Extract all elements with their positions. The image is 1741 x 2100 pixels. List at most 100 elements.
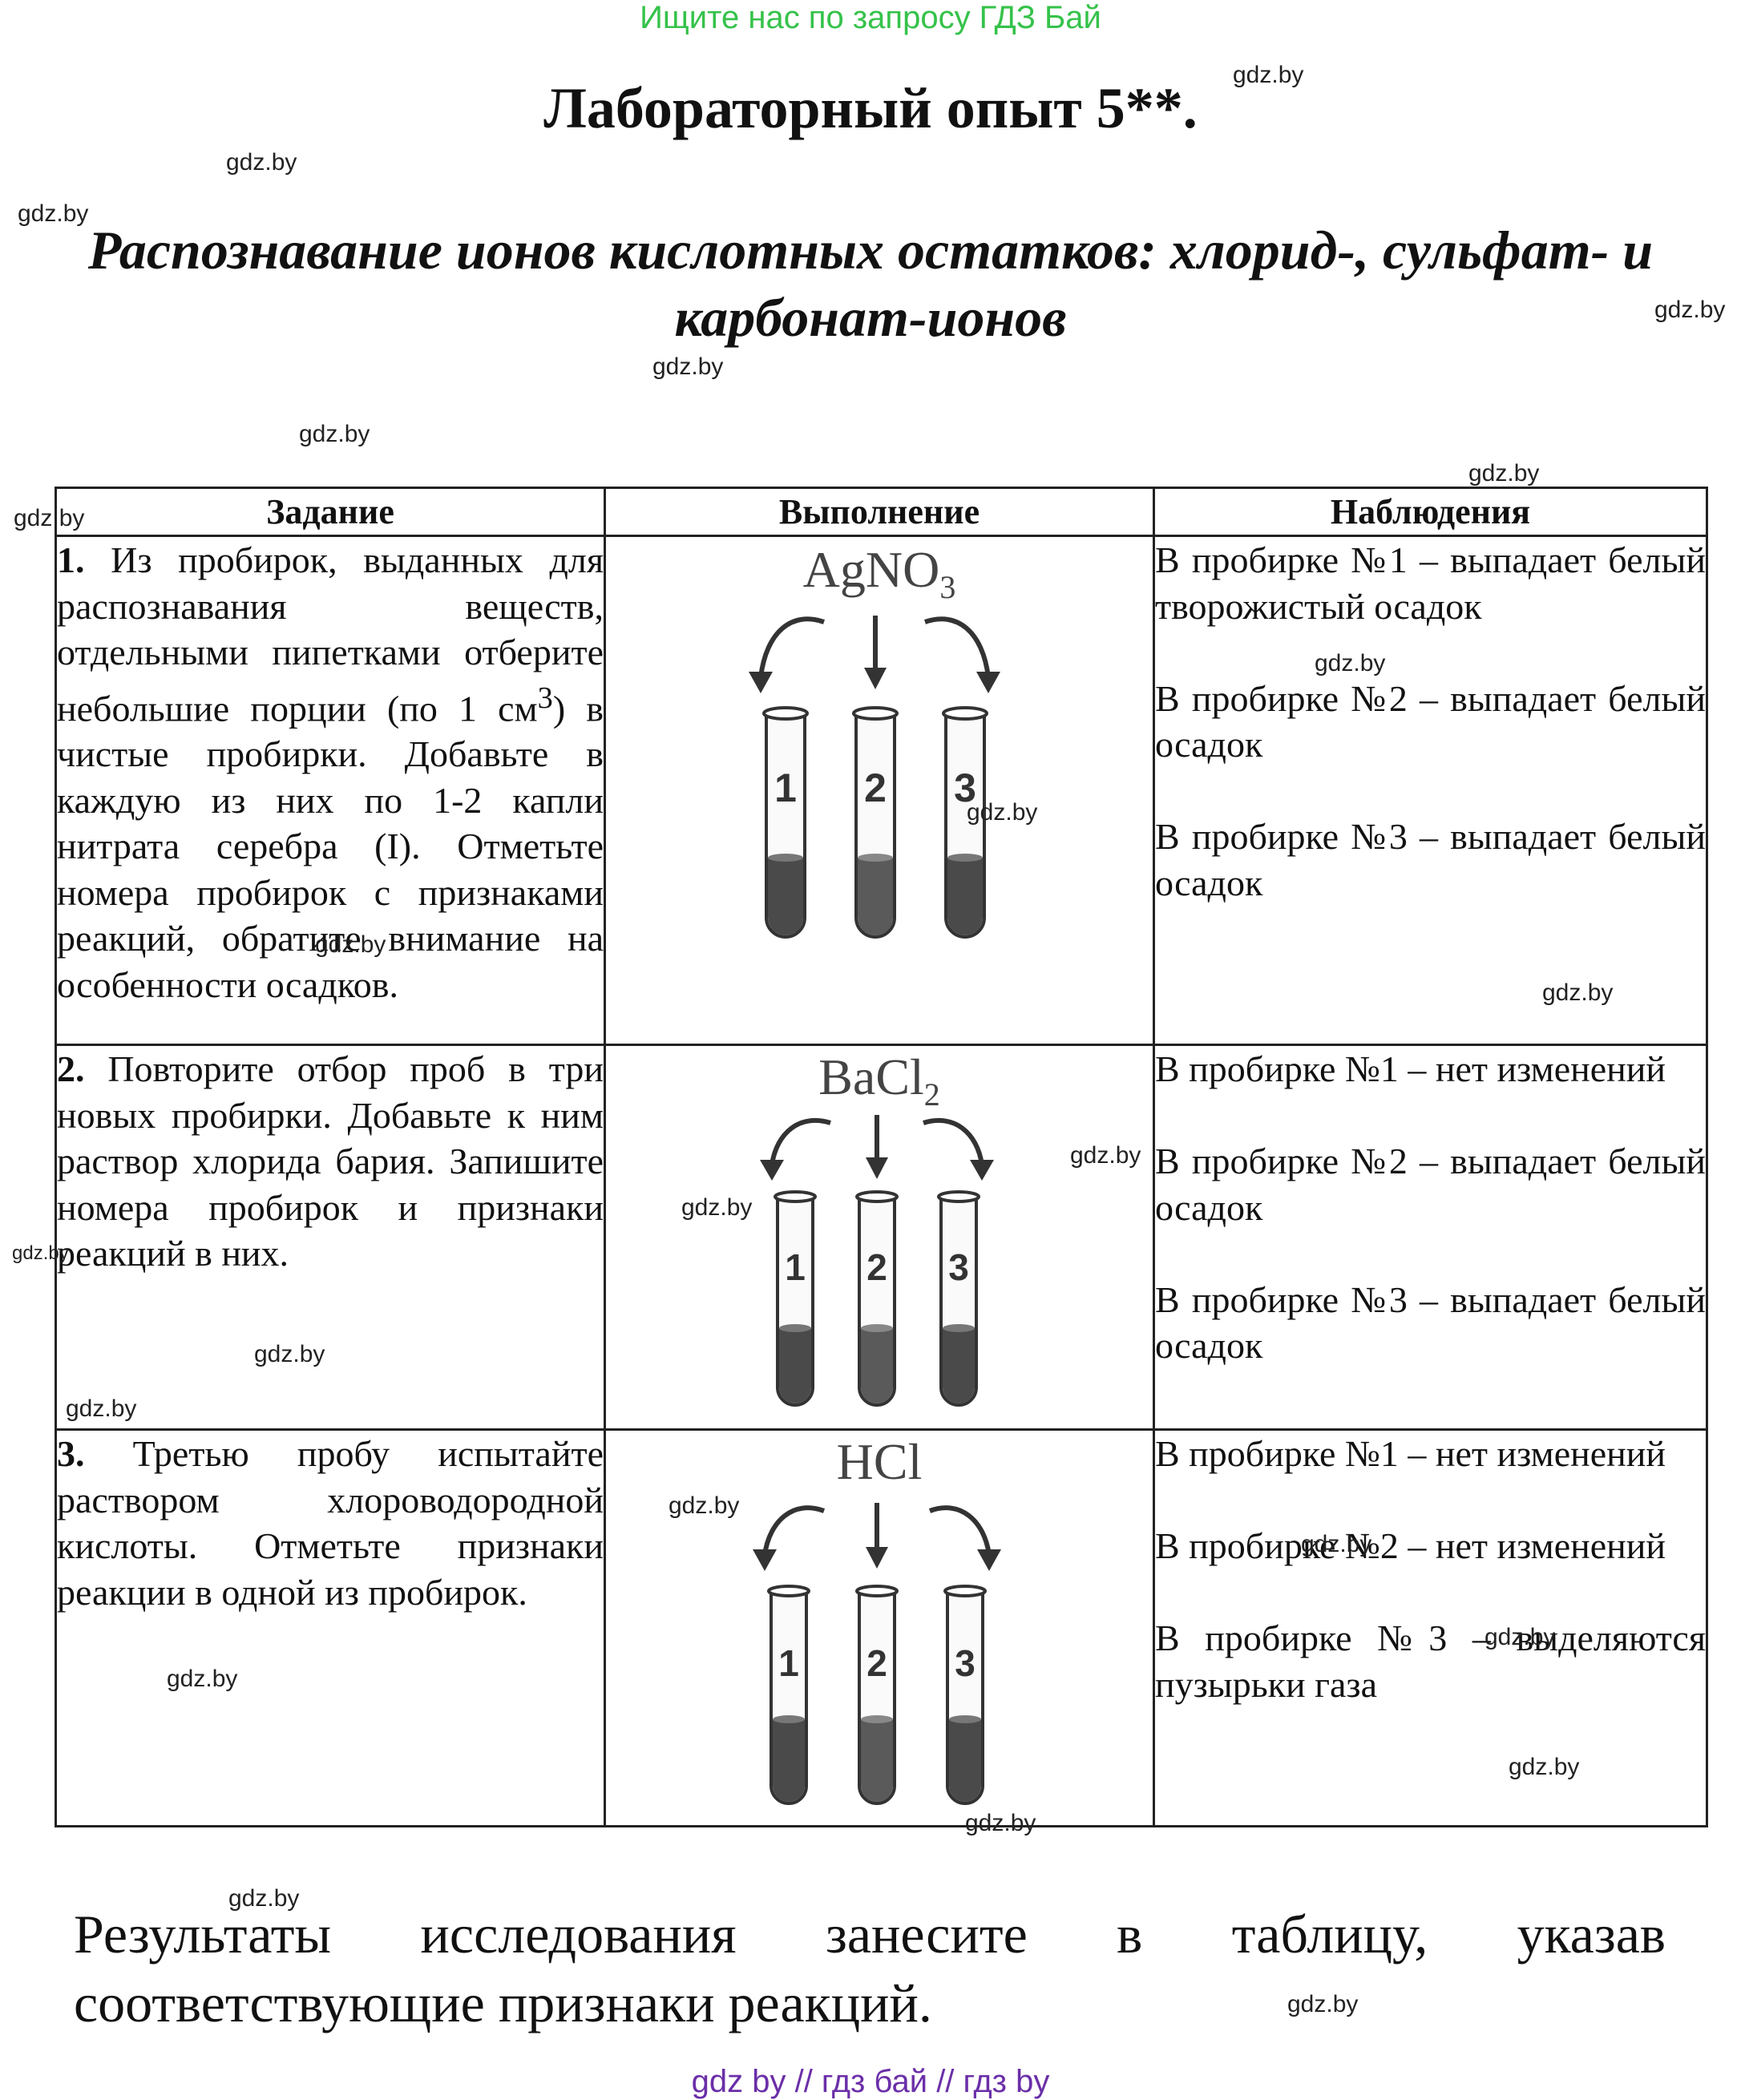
- task-cell: 3. Третью пробу испытайте раствором хлор…: [55, 1428, 606, 1827]
- task-text: Повторите отбор проб в три новых пробирк…: [57, 1048, 604, 1274]
- test-tube-icon: 3: [937, 1190, 980, 1407]
- test-tubes-figure: 1 2: [753, 1503, 1001, 1805]
- arrow-left-icon: [760, 1117, 831, 1181]
- test-tube-icon: 1: [767, 1585, 810, 1805]
- test-tube-icon: 1: [774, 1190, 817, 1407]
- experiment-figure: AgNO3: [606, 537, 1153, 1044]
- watermark: gdz.by: [967, 799, 1038, 826]
- watermark: gdz.by: [14, 505, 85, 531]
- test-tubes-figure: 1 2: [749, 616, 1000, 939]
- instruction-text: Результаты исследования занесите в табли…: [74, 1904, 1666, 2033]
- arrow-left-icon: [749, 616, 825, 693]
- watermark: gdz.by: [315, 931, 386, 958]
- watermark: gdz.by: [652, 353, 724, 380]
- task-cell: 2. Повторите отбор проб в три новых проб…: [55, 1044, 606, 1431]
- reagent-label: HCl: [836, 1433, 923, 1490]
- watermark: gdz.by: [1468, 460, 1540, 487]
- tube-number: 3: [948, 1246, 969, 1288]
- lab-table: Задание Выполнение Наблюдения 1. Из проб…: [55, 487, 1708, 1827]
- watermark: gdz.by: [228, 1885, 300, 1912]
- observations-cell: В пробирке №1 – выпадает белый творожист…: [1153, 535, 1708, 1046]
- watermark: gdz.by: [299, 421, 370, 447]
- observation-text: В пробирке №2 – выпадает белый осадок: [1155, 1141, 1706, 1228]
- watermark: gdz.by: [18, 200, 89, 227]
- reagent-label: BaCl2: [818, 1048, 940, 1113]
- arrow-down-icon: [866, 1503, 888, 1569]
- watermark: gdz.by: [1654, 297, 1726, 323]
- arrow-right-icon: [924, 616, 1000, 693]
- figure-cell: BaCl2: [604, 1044, 1155, 1431]
- task-text: Третью пробу испытайте раствором хлорово…: [57, 1433, 604, 1613]
- table-row: 2. Повторите отбор проб в три новых проб…: [55, 1044, 1708, 1431]
- header-execution: Выполнение: [604, 487, 1155, 537]
- task-cell: 1. Из пробирок, выданных для распознаван…: [55, 535, 606, 1046]
- watermark: gdz.by: [226, 149, 297, 176]
- header-observations: Наблюдения: [1153, 487, 1708, 537]
- watermark: gdz.by: [681, 1194, 753, 1221]
- table-row: 1. Из пробирок, выданных для распознаван…: [55, 535, 1708, 1046]
- observations-cell: В пробирке №1 – нет изменений В пробирке…: [1153, 1044, 1708, 1431]
- experiment-figure: BaCl2: [606, 1046, 1153, 1428]
- tube-number: 1: [785, 1246, 806, 1288]
- watermark: gdz.by: [669, 1492, 740, 1519]
- figure-cell: AgNO3: [604, 535, 1155, 1046]
- observation-text: В пробирке №2 – выпадает белый осадок: [1155, 677, 1706, 765]
- watermark: gdz.by: [965, 1810, 1036, 1836]
- task-number: 2.: [57, 1048, 85, 1089]
- tube-number: 2: [866, 1246, 887, 1288]
- tube-number: 1: [778, 1642, 799, 1684]
- tube-number: 2: [864, 765, 887, 810]
- task-text-rest: ) в чистые пробирки. Добавьте в каждую и…: [57, 687, 604, 1005]
- watermark: gdz.by: [1509, 1754, 1580, 1780]
- observation-text: В пробирке №2 – нет изменений: [1155, 1525, 1666, 1566]
- watermark: gdz.by: [1542, 979, 1614, 1006]
- test-tube-icon: 2: [855, 1585, 899, 1805]
- watermark: gdz.by: [167, 1666, 238, 1692]
- watermark: gdz.by: [12, 1242, 69, 1264]
- figure-cell: HCl: [604, 1428, 1155, 1827]
- table-header-row: Задание Выполнение Наблюдения: [55, 487, 1708, 537]
- test-tube-icon: 2: [855, 1190, 899, 1407]
- tube-number: 3: [955, 1642, 976, 1684]
- watermark: gdz.by: [66, 1395, 137, 1422]
- task-number: 3.: [57, 1433, 85, 1474]
- test-tube-icon: 2: [852, 706, 899, 939]
- watermark: gdz.by: [1287, 1991, 1359, 2017]
- tube-number: 2: [866, 1642, 887, 1684]
- page-title: Лабораторный опыт 5**.: [543, 76, 1198, 140]
- arrow-left-icon: [753, 1505, 826, 1571]
- header-task: Задание: [55, 487, 606, 537]
- arrow-right-icon: [923, 1117, 994, 1181]
- watermark: gdz.by: [1484, 1624, 1556, 1650]
- tube-number: 1: [774, 765, 797, 810]
- observation-text: В пробирке №3 – выпадает белый осадок: [1155, 816, 1706, 903]
- arrow-down-icon: [866, 1115, 888, 1179]
- reagent-label: AgNO3: [802, 541, 956, 605]
- footer-links[interactable]: gdz by // гдз бай // гдз by: [691, 2064, 1050, 2099]
- watermark: gdz.by: [1233, 62, 1304, 88]
- task-sup: 3: [537, 680, 553, 715]
- test-tubes-figure: 1 2: [760, 1115, 994, 1407]
- arrow-down-icon: [864, 616, 887, 689]
- table-row: 3. Третью пробу испытайте раствором хлор…: [55, 1428, 1708, 1827]
- observation-text: В пробирке №1 – нет изменений: [1155, 1048, 1666, 1089]
- page-subtitle: Распознавание ионов кислотных остатков: …: [87, 220, 1654, 348]
- watermark: gdz.by: [1070, 1142, 1141, 1169]
- test-tube-icon: 1: [762, 706, 809, 939]
- task-text: Из пробирок, выданных для распознавания …: [57, 539, 604, 729]
- observation-text: В пробирке №3 – выделяются пузырьки газа: [1155, 1617, 1706, 1705]
- observations-cell: В пробирке №1 – нет изменений В пробирке…: [1153, 1428, 1708, 1827]
- watermark: gdz.by: [1315, 650, 1386, 676]
- arrow-right-icon: [928, 1505, 1001, 1571]
- observation-text: В пробирке №1 – нет изменений: [1155, 1433, 1666, 1474]
- watermark: gdz.by: [1301, 1531, 1372, 1557]
- observation-text: В пробирке №3 – выпадает белый осадок: [1155, 1278, 1706, 1367]
- experiment-figure: HCl: [606, 1431, 1153, 1825]
- tube-number: 3: [954, 765, 976, 810]
- task-number: 1.: [57, 539, 85, 580]
- observation-text: В пробирке №1 – выпадает белый творожист…: [1155, 539, 1706, 627]
- watermark: gdz.by: [254, 1341, 325, 1367]
- promo-banner[interactable]: Ищите нас по запросу ГДЗ Бай: [640, 0, 1101, 35]
- test-tube-icon: 3: [943, 1585, 987, 1805]
- test-tube-icon: 3: [942, 706, 988, 939]
